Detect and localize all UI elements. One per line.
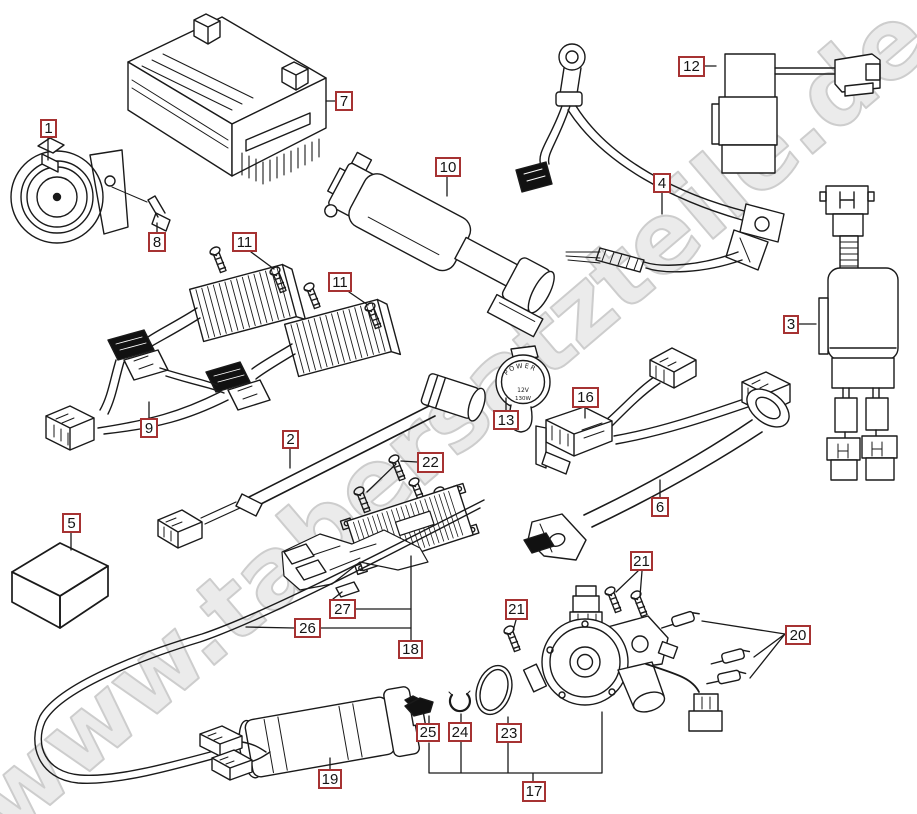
svg-text:12V: 12V xyxy=(517,387,530,394)
part-label-11a: 11 xyxy=(232,232,257,252)
svg-text:130W: 130W xyxy=(515,396,531,402)
clip-part xyxy=(404,695,434,717)
part-label-7: 7 xyxy=(335,91,353,111)
main-harness-part xyxy=(157,373,486,549)
part-label-10: 10 xyxy=(435,157,461,177)
part-label-18: 18 xyxy=(398,640,423,659)
part-label-3: 3 xyxy=(783,315,799,334)
part-label-11b: 11 xyxy=(328,272,352,292)
starter-motor-part xyxy=(199,686,426,781)
part-label-6: 6 xyxy=(651,497,669,517)
part-label-24: 24 xyxy=(448,722,472,742)
part-label-21b: 21 xyxy=(505,599,528,620)
leader-lines xyxy=(47,65,817,782)
part-label-1: 1 xyxy=(40,119,57,138)
part-label-8: 8 xyxy=(148,232,166,252)
ignition-coil-part xyxy=(324,151,555,338)
part-label-26: 26 xyxy=(294,618,321,638)
cdi-unit-part xyxy=(818,185,899,481)
horn-part xyxy=(10,137,129,244)
part-label-23: 23 xyxy=(496,723,522,743)
battery-part xyxy=(127,13,327,185)
regulator-1-part xyxy=(188,263,307,343)
regulator-harness-part xyxy=(45,307,296,451)
part-label-19: 19 xyxy=(318,769,342,789)
regulator-2-part xyxy=(283,298,402,378)
part-label-13: 13 xyxy=(493,410,519,430)
part-label-21a: 21 xyxy=(630,551,653,571)
snap-ring-part xyxy=(448,690,472,713)
horn-screw-part xyxy=(111,186,171,232)
part-label-20: 20 xyxy=(785,625,811,645)
relay-part xyxy=(711,53,881,174)
part-label-12: 12 xyxy=(678,56,705,77)
wire-loom-part xyxy=(34,499,485,785)
part-label-27: 27 xyxy=(329,599,356,619)
ignition-assembly-part xyxy=(522,585,723,732)
power-cap-part: POWER 12V 130W xyxy=(495,345,551,433)
box-part xyxy=(11,542,109,629)
part-label-9: 9 xyxy=(140,418,158,438)
part-label-22: 22 xyxy=(417,452,444,473)
part-label-17: 17 xyxy=(522,781,546,802)
ground-cable-part xyxy=(515,43,785,273)
part-label-5: 5 xyxy=(62,513,81,533)
glow-plugs-part xyxy=(661,610,751,685)
part-label-16: 16 xyxy=(572,387,599,408)
part-label-25: 25 xyxy=(416,723,440,742)
part-label-4: 4 xyxy=(653,173,671,193)
o-ring-part xyxy=(475,664,513,716)
part-label-2: 2 xyxy=(282,430,299,449)
